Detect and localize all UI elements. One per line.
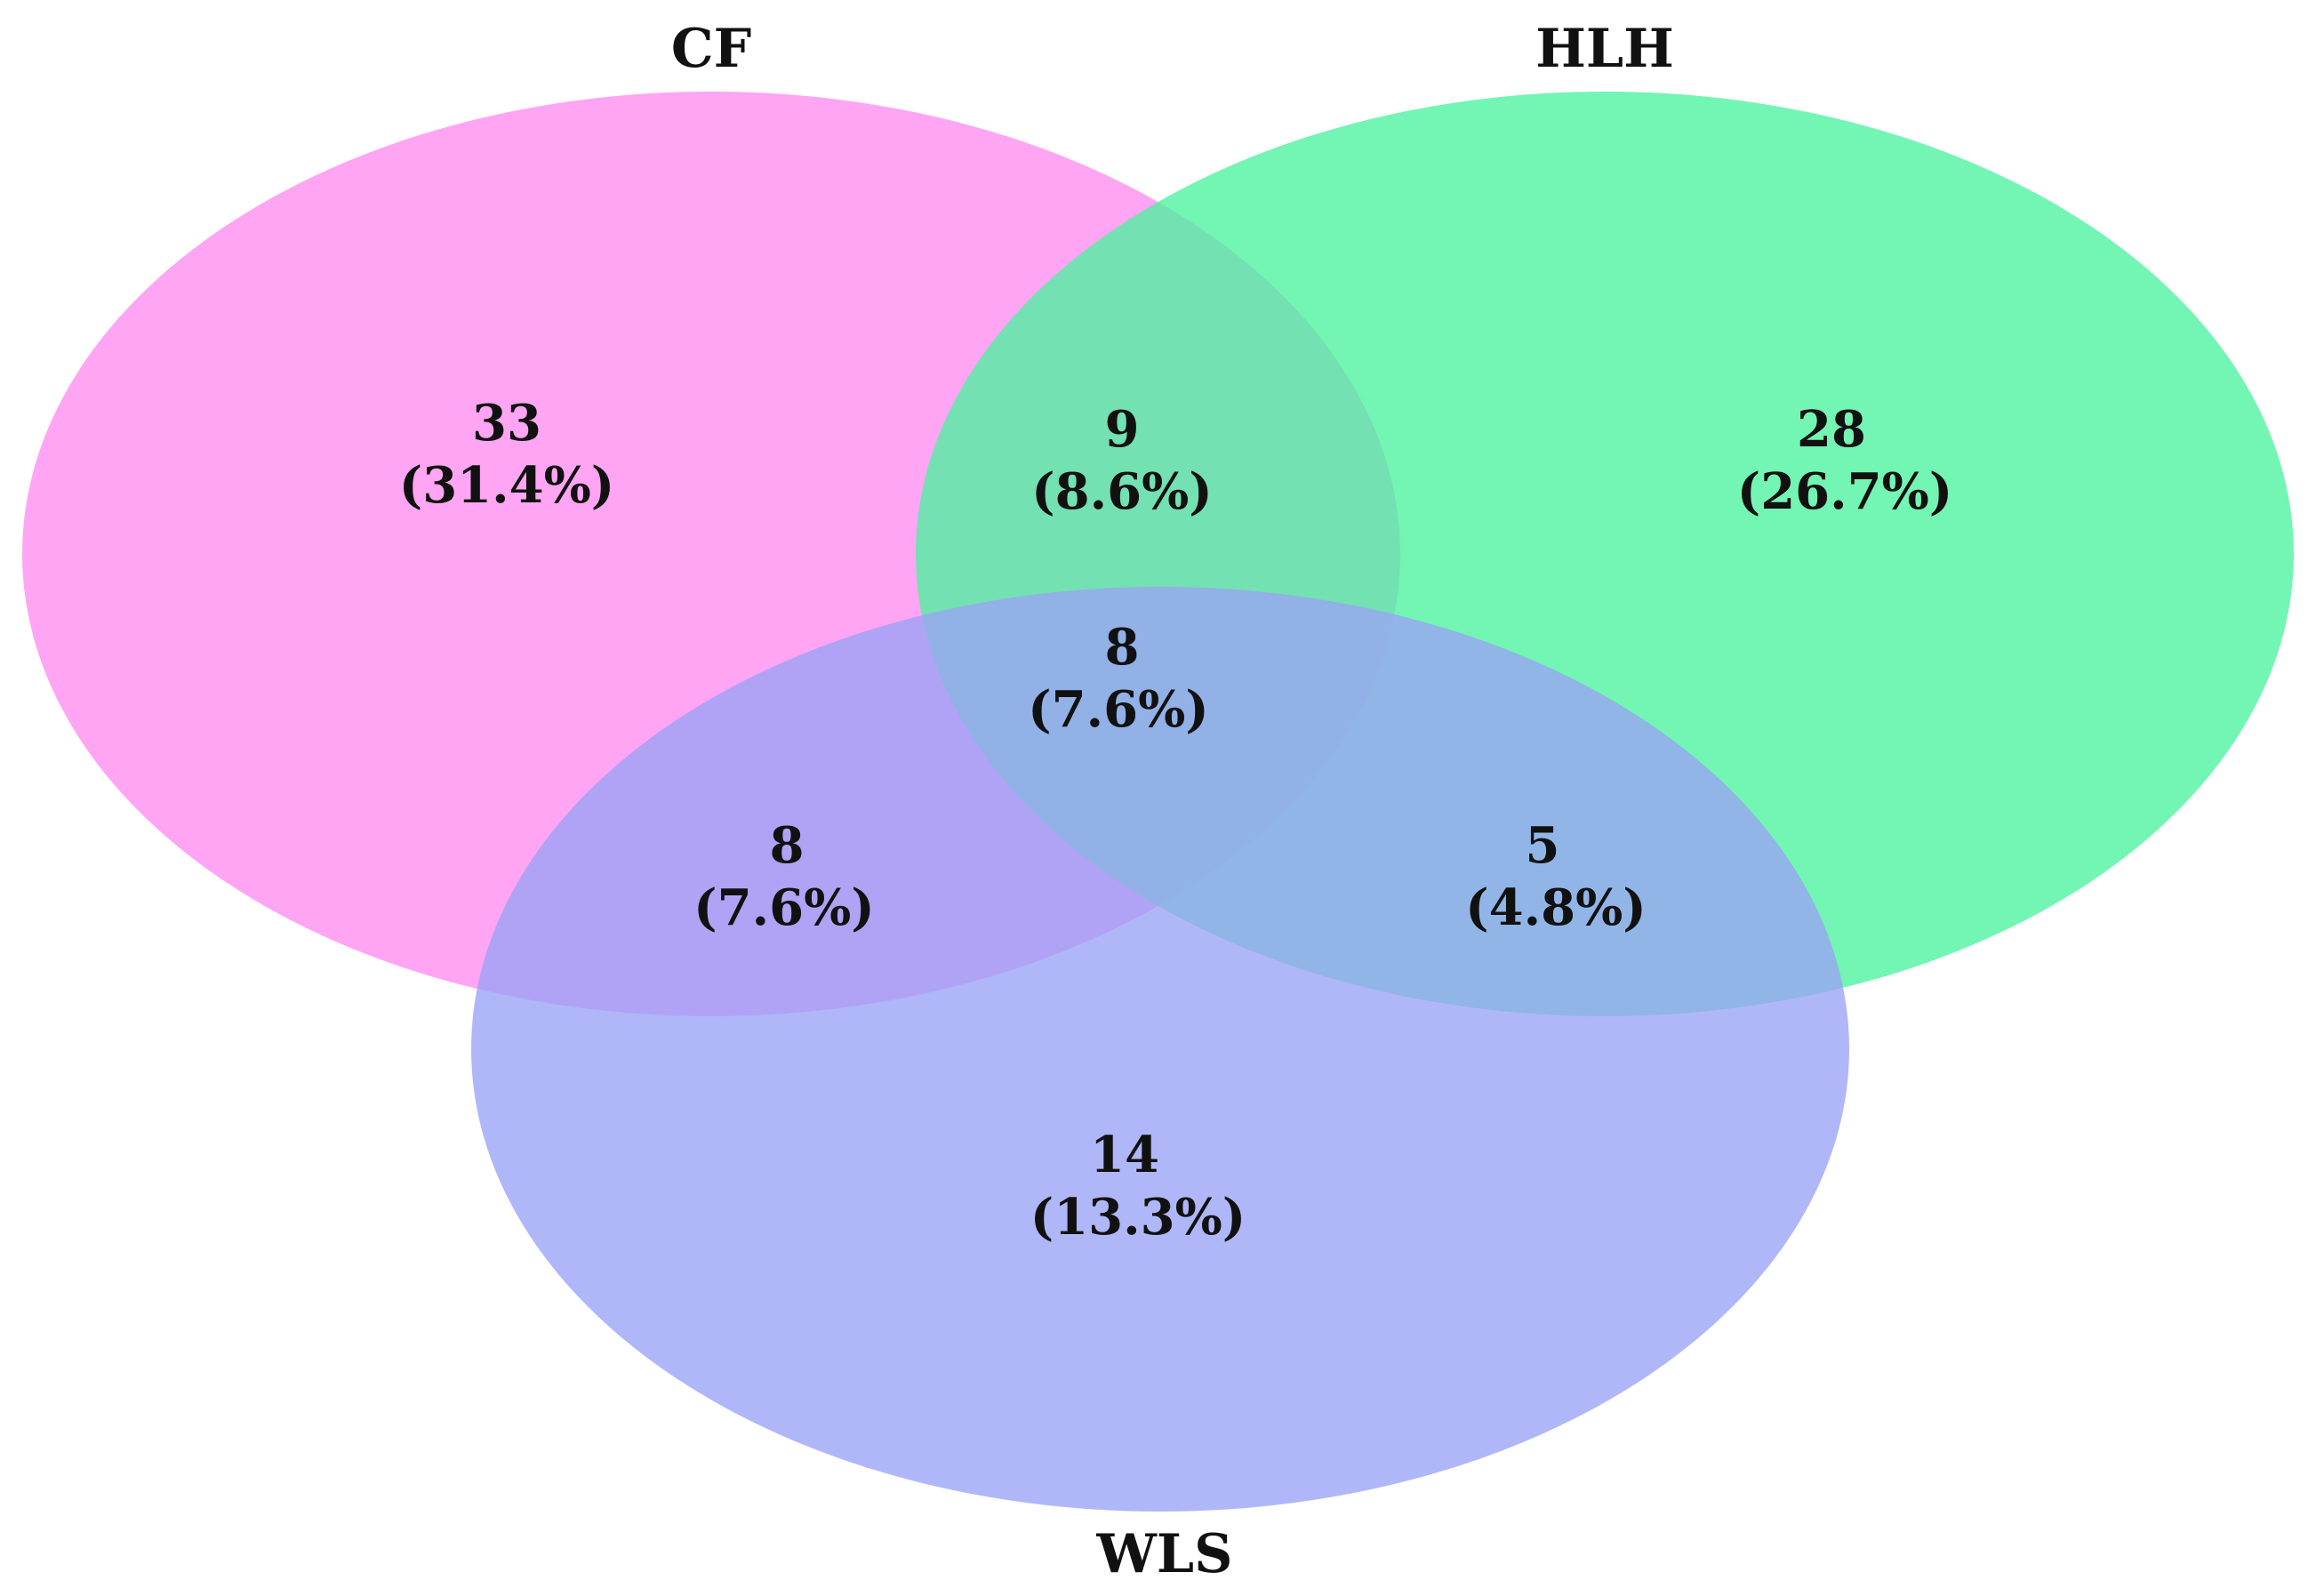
set-label-wls: WLS: [1096, 1523, 1233, 1585]
region-wls-only-percent: (13.3%): [1030, 1188, 1246, 1247]
region-hlh-only-count: 28: [1797, 400, 1866, 459]
set-label-hlh: HLH: [1535, 18, 1674, 80]
region-hlh-wls-count: 5: [1526, 816, 1560, 875]
region-cf-hlh-percent: (8.6%): [1031, 462, 1213, 521]
region-cf-wls-count: 8: [770, 816, 805, 875]
region-cf-only-count: 33: [472, 394, 541, 453]
region-all-count: 8: [1105, 618, 1140, 677]
region-cf-only-percent: (31.4%): [399, 456, 615, 515]
set-label-cf: CF: [671, 18, 751, 80]
region-all-percent: (7.6%): [1028, 680, 1209, 739]
region-hlh-only-percent: (26.7%): [1737, 462, 1953, 521]
region-cf-wls-percent: (7.6%): [693, 878, 875, 937]
region-wls-only-count: 14: [1090, 1126, 1159, 1184]
set-wls-ellipse: [471, 587, 1849, 1512]
region-cf-hlh-count: 9: [1105, 400, 1140, 459]
region-hlh-wls-percent: (4.8%): [1465, 878, 1647, 937]
